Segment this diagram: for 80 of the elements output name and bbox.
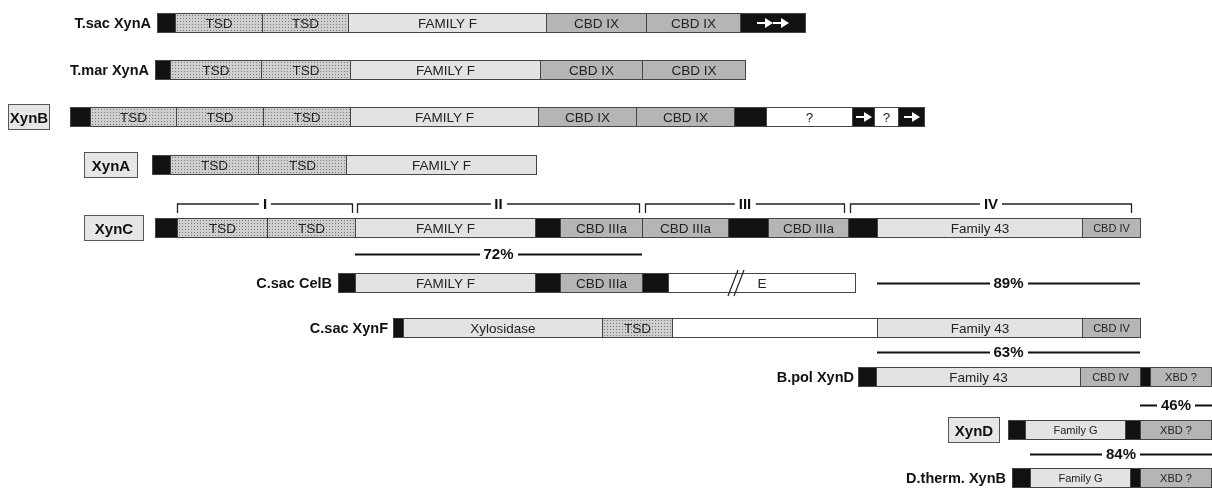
protein-name: D.therm. XynB <box>906 469 1006 488</box>
domain-segment: CBD IX <box>646 13 741 33</box>
domain-segment: XBD ? <box>1150 367 1212 387</box>
domain-segment: TSD <box>263 107 351 127</box>
linker-segment <box>1140 367 1151 387</box>
linker-segment <box>338 273 356 293</box>
linker-segment <box>393 318 404 338</box>
domain-segment: TSD <box>90 107 177 127</box>
domain-segment: FAMILY F <box>355 218 536 238</box>
domain-segment: TSD <box>170 155 259 175</box>
identity-percent: 63% <box>989 344 1028 360</box>
domain-segment: FAMILY F <box>350 60 541 80</box>
domain-segment: Family 43 <box>876 367 1081 387</box>
domain-segment: ? <box>874 107 899 127</box>
region-numeral: III <box>734 196 756 212</box>
linker-segment <box>1125 420 1141 440</box>
domain-segment: CBD IX <box>642 60 746 80</box>
linker-segment <box>642 273 669 293</box>
protein-name: B.pol XynD <box>776 368 854 387</box>
domain-segment: TSD <box>262 13 349 33</box>
domain-segment: TSD <box>177 218 268 238</box>
domain-segment: Xylosidase <box>403 318 603 338</box>
region-numeral: I <box>258 196 272 212</box>
linker-segment <box>740 13 806 33</box>
domain-segment: CBD IX <box>540 60 643 80</box>
domain-segment: TSD <box>261 60 351 80</box>
region-numeral: II <box>490 196 507 212</box>
region-numeral: IV <box>979 196 1003 212</box>
linker-segment <box>70 107 91 127</box>
domain-segment: FAMILY F <box>346 155 537 175</box>
linker-segment <box>155 218 178 238</box>
domain-segment: XBD ? <box>1140 468 1212 488</box>
domain-segment: TSD <box>258 155 347 175</box>
domain-segment: FAMILY F <box>355 273 536 293</box>
domain-segment: XBD ? <box>1140 420 1212 440</box>
protein-name-box: XynD <box>948 417 1000 443</box>
domain-segment: CBD IIIa <box>560 218 643 238</box>
domain-segment: ? <box>766 107 853 127</box>
domain-segment: TSD <box>170 60 262 80</box>
domain-segment: FAMILY F <box>350 107 539 127</box>
linker-segment <box>898 107 925 127</box>
identity-percent: 84% <box>1102 446 1140 462</box>
domain-segment: FAMILY F <box>348 13 547 33</box>
domain-segment: Family G <box>1025 420 1126 440</box>
domain-segment: Family 43 <box>877 218 1083 238</box>
domain-segment: CBD IIIa <box>642 218 729 238</box>
domain-segment: Family G <box>1030 468 1131 488</box>
domain-segment: TSD <box>176 107 264 127</box>
linker-segment <box>1130 468 1141 488</box>
identity-percent: 89% <box>989 275 1028 291</box>
domain-segment: CBD IX <box>538 107 637 127</box>
domain-segment: CBD IIIa <box>768 218 849 238</box>
domain-segment: TSD <box>175 13 263 33</box>
protein-name: T.sac XynA <box>74 14 151 33</box>
domain-segment: CBD IV <box>1080 367 1141 387</box>
protein-name: C.sac CelB <box>256 274 332 293</box>
blank-segment <box>672 318 878 338</box>
protein-name-box: XynA <box>84 152 138 178</box>
domain-segment: TSD <box>267 218 356 238</box>
linker-segment <box>535 218 561 238</box>
domain-segment: TSD <box>602 318 673 338</box>
linker-segment <box>155 60 171 80</box>
domain-segment: Family 43 <box>877 318 1083 338</box>
protein-name-box: XynC <box>84 215 144 241</box>
identity-percent: 46% <box>1157 397 1195 413</box>
linker-segment <box>848 218 878 238</box>
protein-name: T.mar XynA <box>70 61 149 80</box>
domain-segment: CBD IX <box>546 13 647 33</box>
linker-segment <box>728 218 769 238</box>
protein-name-box: XynB <box>8 104 50 130</box>
protein-name: C.sac XynF <box>309 319 388 338</box>
domain-segment: CBD IV <box>1082 218 1141 238</box>
domain-segment: CBD IIIa <box>560 273 643 293</box>
domain-segment: CBD IX <box>636 107 735 127</box>
linker-segment <box>852 107 875 127</box>
linker-segment <box>1008 420 1026 440</box>
linker-segment <box>535 273 561 293</box>
domain-segment: CBD IV <box>1082 318 1141 338</box>
identity-percent: 72% <box>479 246 518 262</box>
linker-segment <box>734 107 767 127</box>
